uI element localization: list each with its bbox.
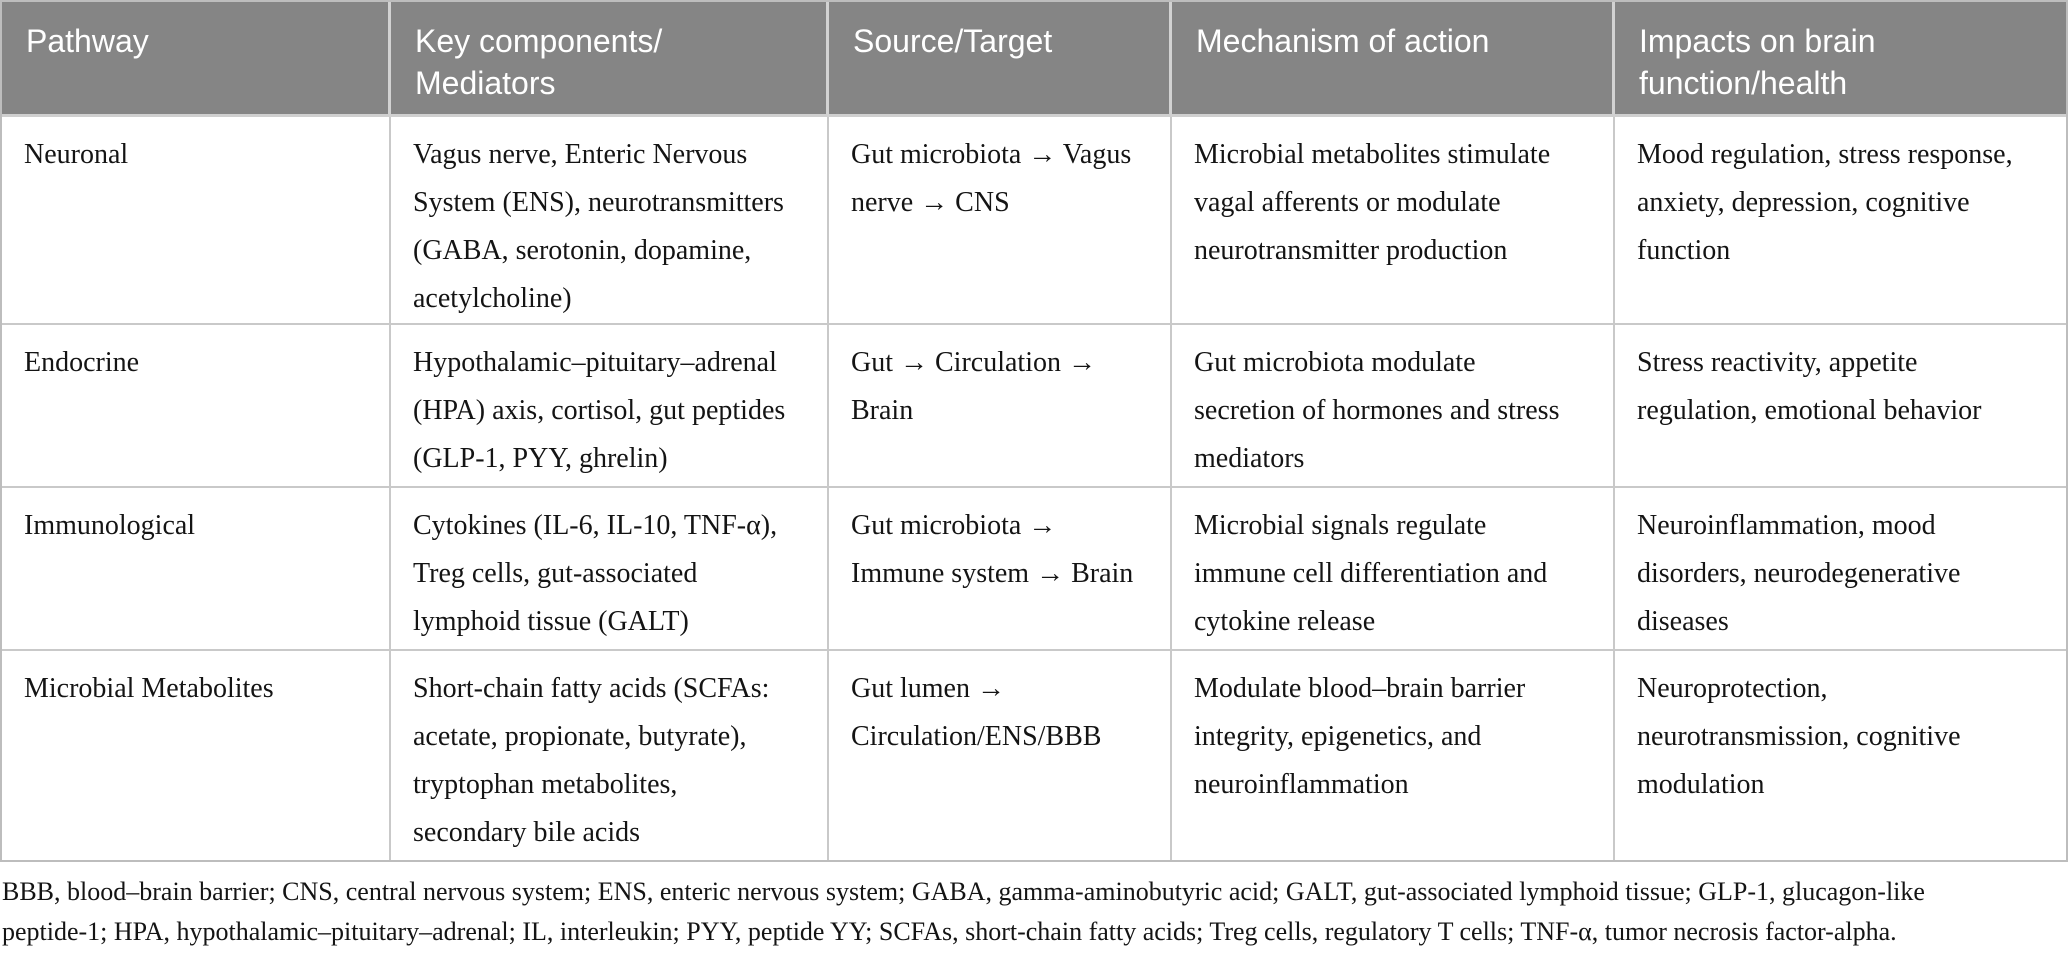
cell-key-components-immunological: Cytokines (IL-6, IL-10, TNF-α), Treg cel… [391, 488, 829, 651]
header-cell-pathway: Pathway [2, 2, 391, 117]
header-cell-mechanism: Mechanism of action [1172, 2, 1615, 117]
cell-key-components-microbial-metabolites: Short-chain fatty acids (SCFAs: acetate,… [391, 651, 829, 860]
cell-impacts-immunological: Neuroinflammation, mood disorders, neuro… [1615, 488, 2066, 651]
header-cell-source-target: Source/Target [829, 2, 1172, 117]
cell-pathway-neuronal: Neuronal [2, 117, 391, 325]
cell-mechanism-microbial-metabolites: Modulate blood–brain barrier integrity, … [1172, 651, 1615, 860]
cell-source-target-microbial-metabolites: Gut lumen → Circulation/ENS/BBB [829, 651, 1172, 860]
cell-pathway-immunological: Immunological [2, 488, 391, 651]
cell-mechanism-endocrine: Gut microbiota modulate secretion of hor… [1172, 325, 1615, 488]
cell-mechanism-immunological: Microbial signals regulate immune cell d… [1172, 488, 1615, 651]
pathways-table: Pathway Key components/ Mediators Source… [0, 0, 2068, 862]
cell-mechanism-neuronal: Microbial metabolites stimulate vagal af… [1172, 117, 1615, 325]
cell-pathway-microbial-metabolites: Microbial Metabolites [2, 651, 391, 860]
cell-key-components-neuronal: Vagus nerve, Enteric Nervous System (ENS… [391, 117, 829, 325]
cell-source-target-neuronal: Gut microbiota → Vagus nerve → CNS [829, 117, 1172, 325]
cell-impacts-microbial-metabolites: Neuroprotection, neurotransmission, cogn… [1615, 651, 2066, 860]
cell-source-target-endocrine: Gut → Circulation → Brain [829, 325, 1172, 488]
cell-key-components-endocrine: Hypothalamic–pituitary–adrenal (HPA) axi… [391, 325, 829, 488]
cell-pathway-endocrine: Endocrine [2, 325, 391, 488]
header-cell-key-components: Key components/ Mediators [391, 2, 829, 117]
cell-impacts-neuronal: Mood regulation, stress response, anxiet… [1615, 117, 2066, 325]
header-cell-impacts: Impacts on brain function/health [1615, 2, 2066, 117]
cell-source-target-immunological: Gut microbiota → Immune system → Brain [829, 488, 1172, 651]
cell-impacts-endocrine: Stress reactivity, appetite regulation, … [1615, 325, 2066, 488]
abbreviations-footnote: BBB, blood–brain barrier; CNS, central n… [2, 877, 1925, 946]
